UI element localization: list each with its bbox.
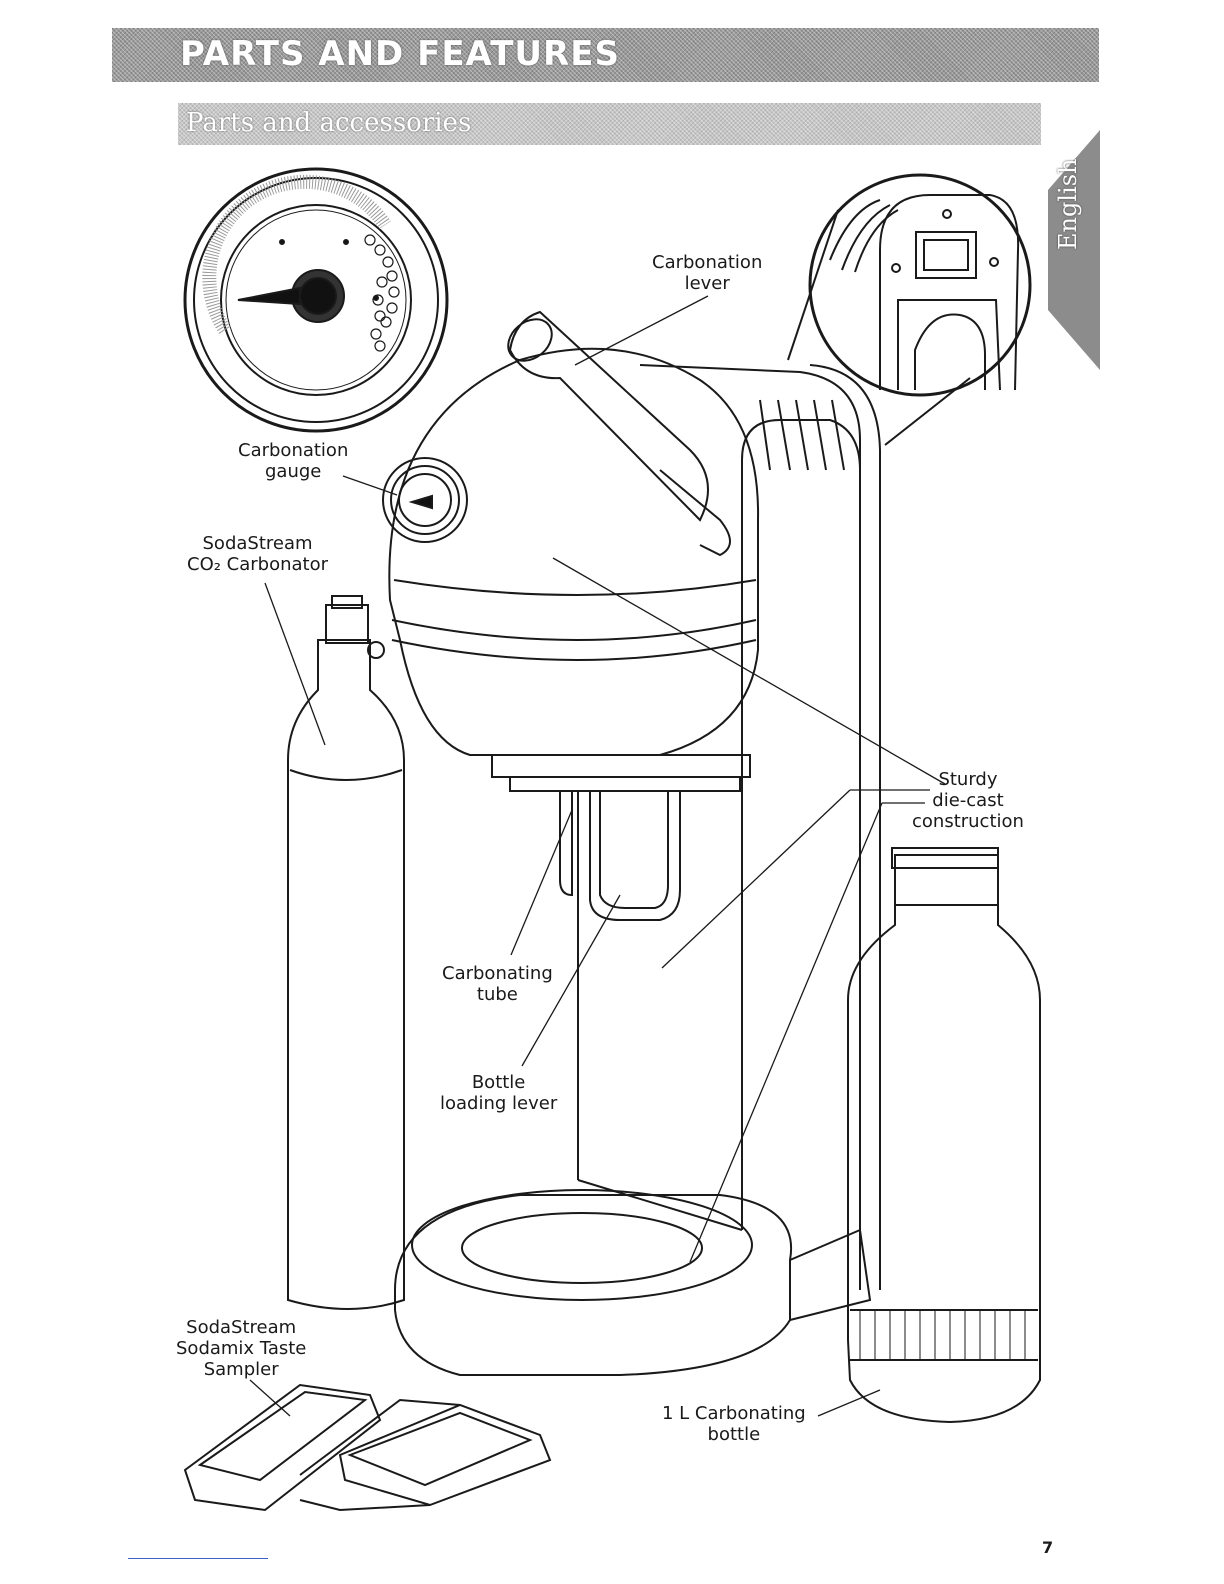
page-number: 7 [1042, 1538, 1053, 1557]
soda-maker-body [578, 365, 880, 1290]
rear-panel-detail-inset [788, 175, 1030, 445]
footer-rule [128, 1558, 268, 1559]
carbonating-bottle-shape [848, 848, 1040, 1422]
soda-maker-head [383, 349, 758, 791]
leader-lines [250, 296, 945, 1416]
soda-maker-base [395, 1190, 870, 1375]
carbonation-lever-shape [500, 311, 730, 555]
taste-sampler-packets [185, 1385, 550, 1510]
gauge-detail-inset [185, 169, 447, 431]
co2-cylinder-shape [288, 596, 404, 1309]
